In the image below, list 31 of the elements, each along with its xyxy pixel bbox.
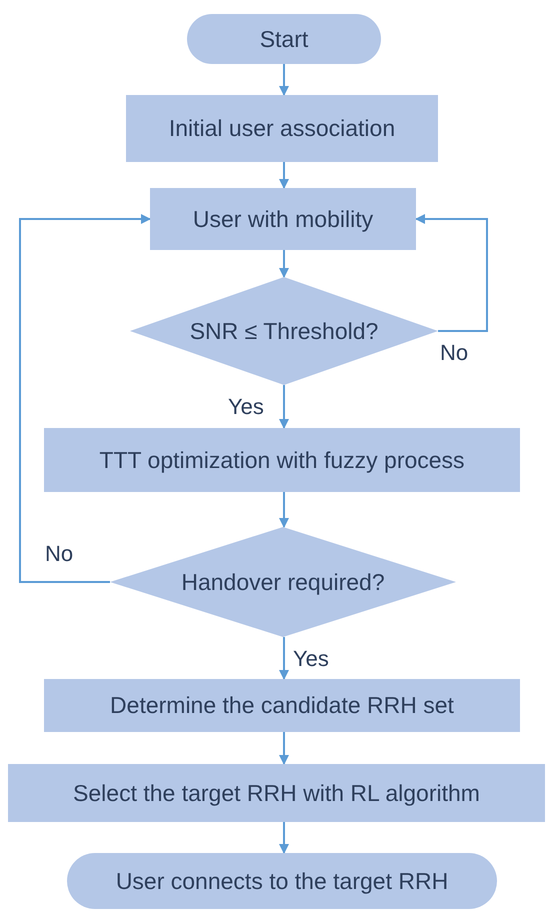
arrow [279, 162, 289, 189]
arrow [279, 492, 289, 528]
decision-diamond [110, 527, 456, 637]
node-text: Select the target RRH with RL algorithm [73, 780, 480, 806]
edge-label: No [440, 340, 468, 366]
node-text: SNR ≤ Threshold? [190, 318, 378, 344]
arrow [279, 64, 289, 96]
arrow [279, 250, 289, 278]
arrow [279, 732, 289, 765]
arrow [415, 214, 488, 332]
process-box [44, 428, 520, 492]
node-text: TTT optimization with fuzzy process [99, 446, 465, 474]
process-box [8, 764, 545, 822]
decision-diamond [130, 277, 438, 385]
node-text: User connects to the target RRH [116, 868, 448, 894]
edge-label: Yes [228, 394, 264, 420]
edge-label: Yes [293, 646, 329, 672]
node-text: Determine the candidate RRH set [110, 692, 454, 719]
arrow [279, 822, 289, 854]
process-box [126, 95, 438, 162]
node-text: Handover required? [181, 568, 385, 596]
node-text: Initial user association [168, 115, 396, 142]
node-text: Start [260, 26, 308, 52]
terminal-pill [187, 14, 381, 64]
edge-label: No [45, 541, 74, 567]
process-box [150, 188, 416, 250]
process-box [44, 679, 520, 732]
node-text: User with mobility [192, 206, 374, 232]
arrow [19, 214, 151, 583]
arrow [279, 385, 289, 429]
arrow [279, 637, 289, 680]
